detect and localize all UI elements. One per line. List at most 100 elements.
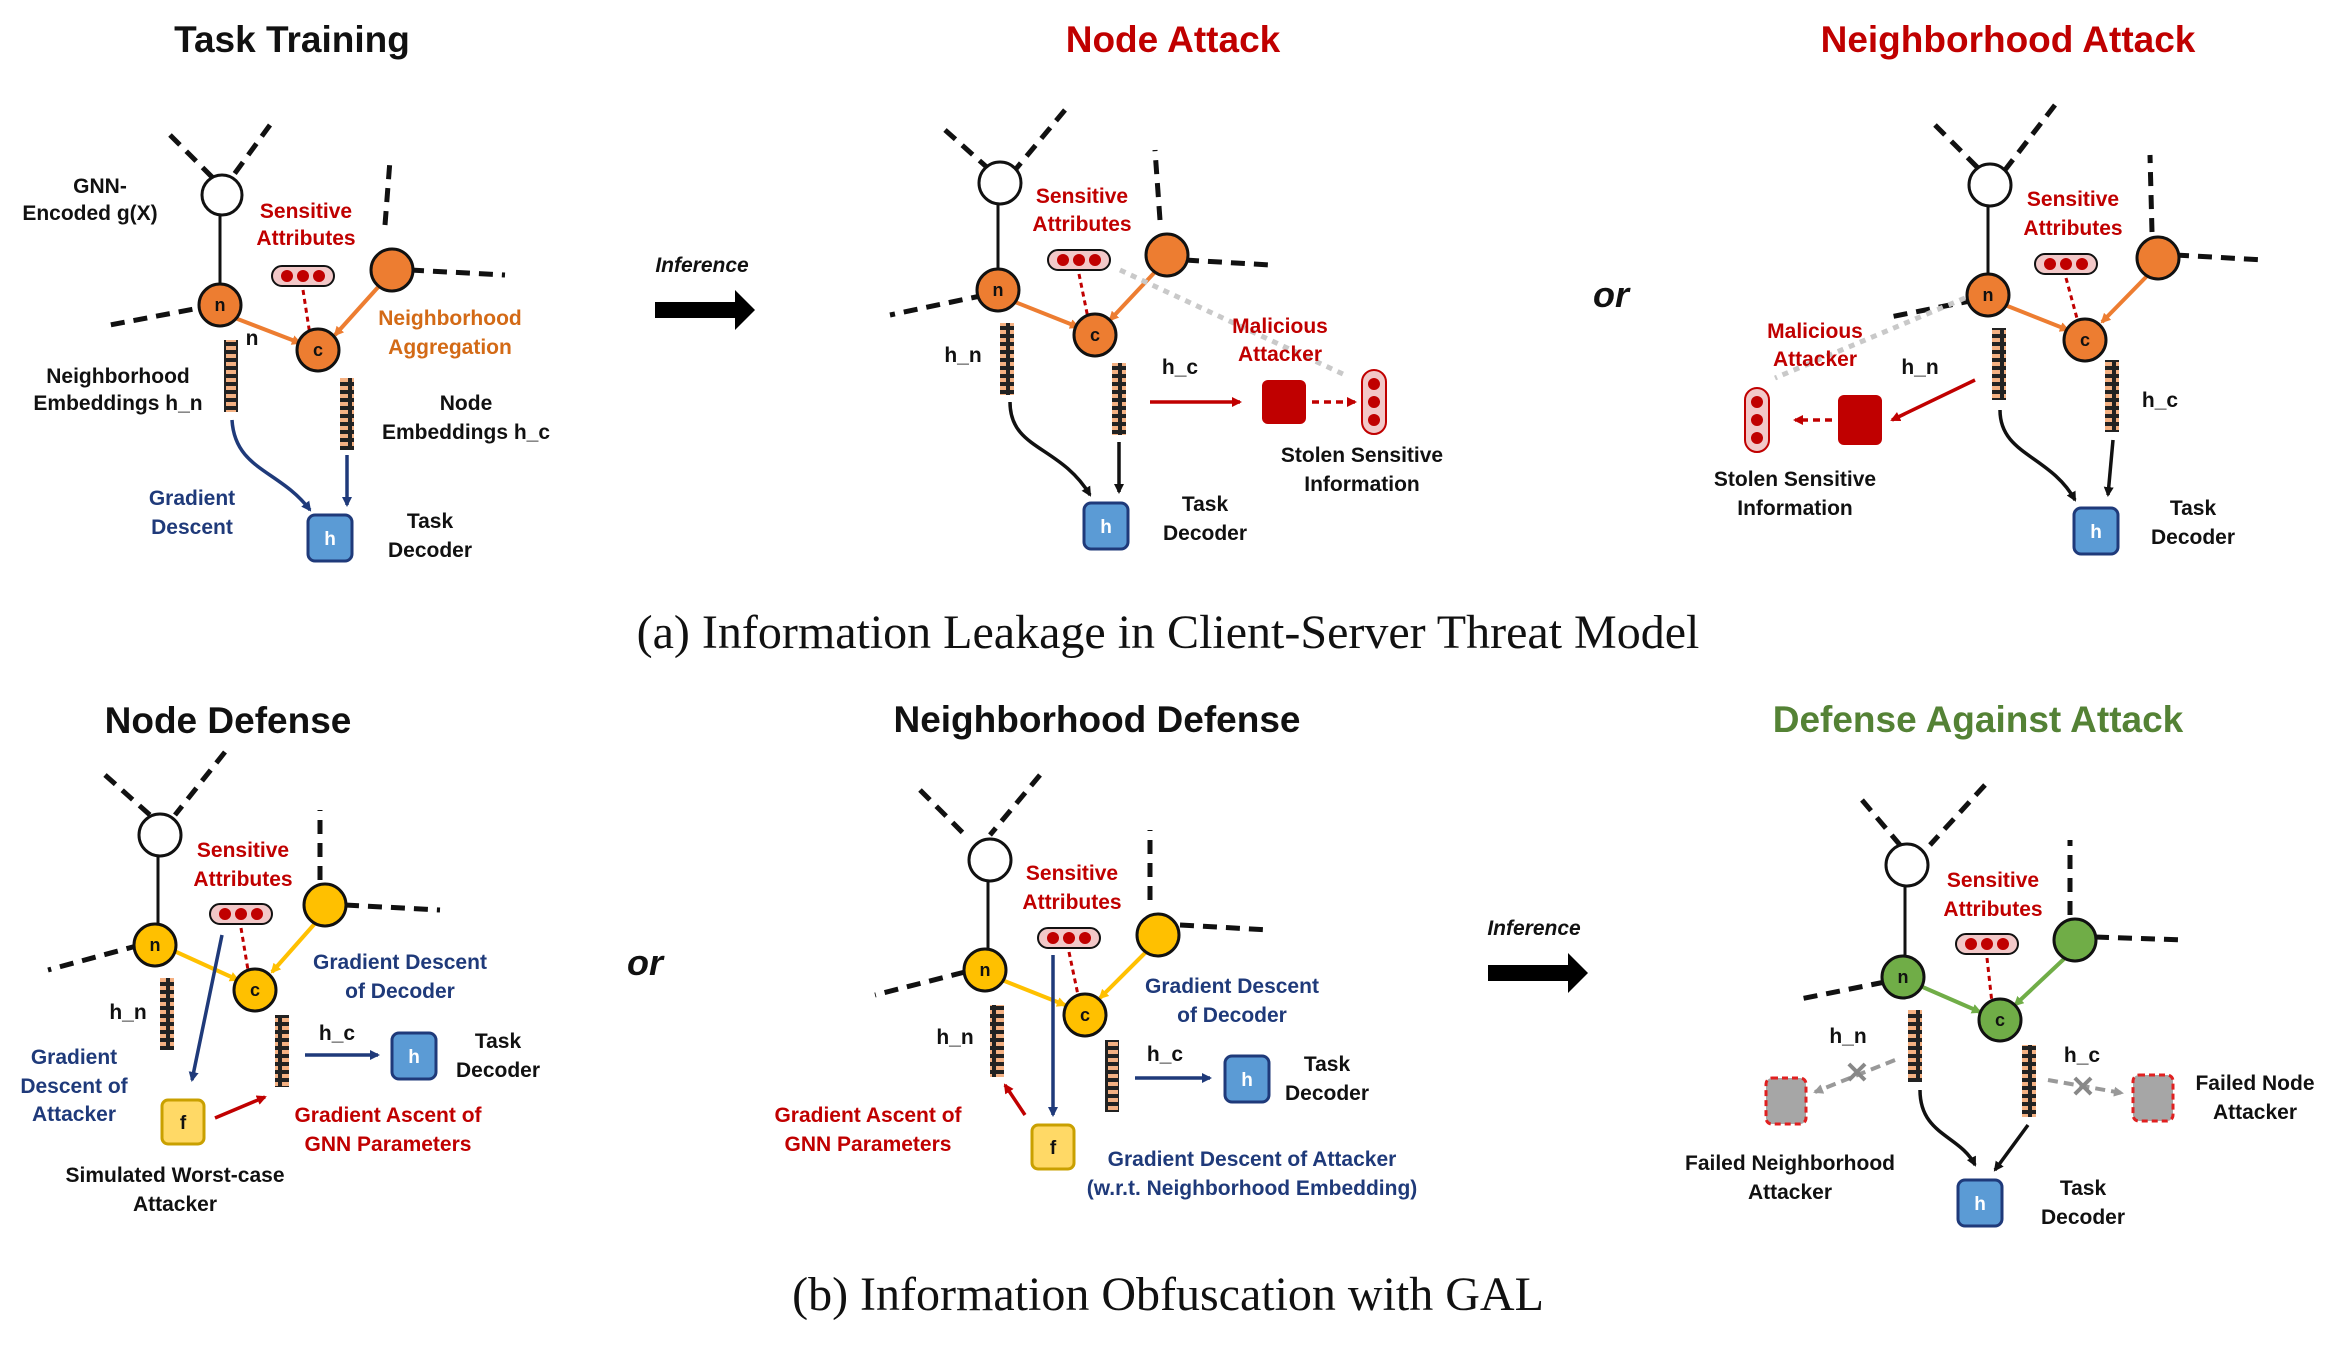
sensitive-label-2: Attributes	[1032, 213, 1131, 236]
gnn-node	[200, 173, 244, 217]
task-label-1: Task	[2060, 1177, 2107, 1200]
grad-asc-label-1: Gradient Ascent of	[774, 1104, 962, 1127]
worst-label-2: Attacker	[133, 1193, 217, 1216]
hc-label: h_c	[1162, 356, 1199, 379]
panel-title: Node Attack	[1066, 19, 1281, 60]
node-emb-label-1: Node	[440, 392, 493, 415]
grad-dec-label-2: of Decoder	[345, 980, 455, 1003]
node-n-label: n	[1898, 967, 1909, 987]
node-c-label: c	[2080, 330, 2090, 350]
ascent-arrow	[214, 1095, 267, 1120]
or-label-top: or	[1593, 274, 1631, 315]
agg-label-2: Aggregation	[388, 336, 512, 359]
embedding-h-c	[2022, 1045, 2036, 1117]
simulated-attacker	[1030, 1123, 1076, 1171]
embedding-h-n	[224, 340, 238, 412]
panel-neighborhood-attack: Neighborhood Attack Sensitive Attributes…	[1714, 19, 2266, 556]
decoder-h-label: h	[1241, 1070, 1253, 1091]
blocked-mark: ✕	[2070, 1071, 2095, 1104]
task-decoder	[306, 513, 354, 563]
panel-title: Defense Against Attack	[1773, 699, 2184, 740]
node-n	[132, 922, 178, 968]
gnn-node	[137, 812, 183, 858]
decoder-h-label: h	[2090, 522, 2102, 543]
failed-node-label-2: Attacker	[2213, 1101, 2297, 1124]
sensitive-label-1: Sensitive	[197, 839, 289, 862]
edge-n-label: n	[246, 327, 259, 350]
node-n	[197, 282, 243, 328]
panel-node-attack: Node Attack Sensitive Attributes n c Mal…	[889, 19, 1443, 551]
neighbor-node	[2135, 235, 2181, 281]
stolen-label-1: Stolen Sensitive	[1714, 468, 1876, 491]
hn-label: h_n	[1901, 356, 1938, 379]
embedding-h-c	[340, 378, 354, 450]
stolen-label-2: Information	[1304, 473, 1420, 496]
task-label-1: Task	[475, 1030, 522, 1053]
node-emb-label-2: Embeddings h_c	[382, 421, 550, 444]
node-n	[1965, 272, 2011, 318]
sensitive-label-1: Sensitive	[1026, 862, 1118, 885]
attack-arrow	[1890, 378, 1976, 422]
decoder-h-label: h	[408, 1047, 420, 1068]
node-c-label: c	[313, 340, 323, 360]
neighbor-node	[369, 247, 415, 293]
panel-title: Task Training	[174, 19, 410, 60]
agg-label-1: Neighborhood	[378, 307, 521, 330]
attacker-f-label: f	[180, 1113, 187, 1134]
grad-att-label-1: Gradient	[31, 1046, 117, 1069]
sensitive-label-2: Attributes	[1022, 891, 1121, 914]
ascent-arrow	[1003, 1083, 1027, 1116]
grad-att-label-2: (w.r.t. Neighborhood Embedding)	[1087, 1177, 1418, 1200]
task-label-2: Decoder	[2151, 526, 2235, 549]
sensitive-label-1: Sensitive	[2027, 188, 2119, 211]
sensitive-label-1: Sensitive	[260, 200, 352, 223]
grad-dec-label-2: of Decoder	[1177, 1004, 1287, 1027]
grad-att-label-1: Gradient Descent of Attacker	[1108, 1148, 1397, 1171]
node-n-label: n	[1983, 285, 1994, 305]
node-c-label: c	[250, 980, 260, 1000]
task-label-1: Task	[1304, 1053, 1351, 1076]
inference-arrow-top: Inference	[655, 254, 755, 330]
node-n	[1880, 954, 1926, 1000]
leak-edge	[1118, 267, 1347, 378]
node-c-label: c	[1080, 1005, 1090, 1025]
malicious-label-2: Attacker	[1238, 343, 1322, 366]
aggregation-edge	[333, 283, 382, 337]
sensitive-label-2: Attributes	[2023, 217, 2122, 240]
node-c	[1977, 997, 2023, 1043]
node-n-label: n	[215, 295, 226, 315]
or-label-bottom: or	[627, 942, 665, 983]
embedding-h-n	[1992, 328, 2006, 400]
gnn-node	[977, 160, 1023, 206]
gradient-arrow	[188, 934, 224, 1082]
panel-title: Neighborhood Attack	[1821, 19, 2196, 60]
failed-arrow	[1813, 1058, 1896, 1094]
embedding-h-n	[1908, 1010, 1922, 1082]
hn-label: h_n	[1829, 1025, 1866, 1048]
embedding-h-c	[1112, 363, 1126, 435]
inference-label: Inference	[1487, 917, 1581, 940]
malicious-label-1: Malicious	[1232, 315, 1328, 338]
failed-node-label-1: Failed Node	[2195, 1072, 2314, 1095]
node-c	[2062, 317, 2108, 363]
blocked-mark: ✕	[1844, 1057, 1869, 1090]
caption-a: (a) Information Leakage in Client-Server…	[637, 606, 1700, 659]
neighbor-node	[2052, 917, 2098, 963]
attacker-f-label: f	[1050, 1138, 1057, 1159]
grad-att-label-2: Descent of	[20, 1075, 128, 1098]
stolen-label-2: Information	[1737, 497, 1853, 520]
embedding-h-n	[160, 978, 174, 1050]
panel-defense-against-attack: Defense Against Attack Sensitive Attribu…	[1685, 699, 2315, 1229]
panel-node-defense: Node Defense Sensitive Attributes n c Gr…	[20, 700, 540, 1216]
task-label-2: Decoder	[1285, 1082, 1369, 1105]
hc-label: h_c	[2142, 389, 2179, 412]
decoder-h-label: h	[324, 529, 336, 550]
nbr-emb-label-2: Embeddings h_n	[33, 392, 202, 415]
task-label-1: Task	[2170, 497, 2217, 520]
neighbor-node	[302, 882, 348, 928]
embedding-h-c	[2105, 360, 2119, 432]
decoder-h-label: h	[1974, 1194, 1986, 1215]
node-n	[975, 267, 1021, 313]
embedding-h-n	[990, 1005, 1004, 1077]
